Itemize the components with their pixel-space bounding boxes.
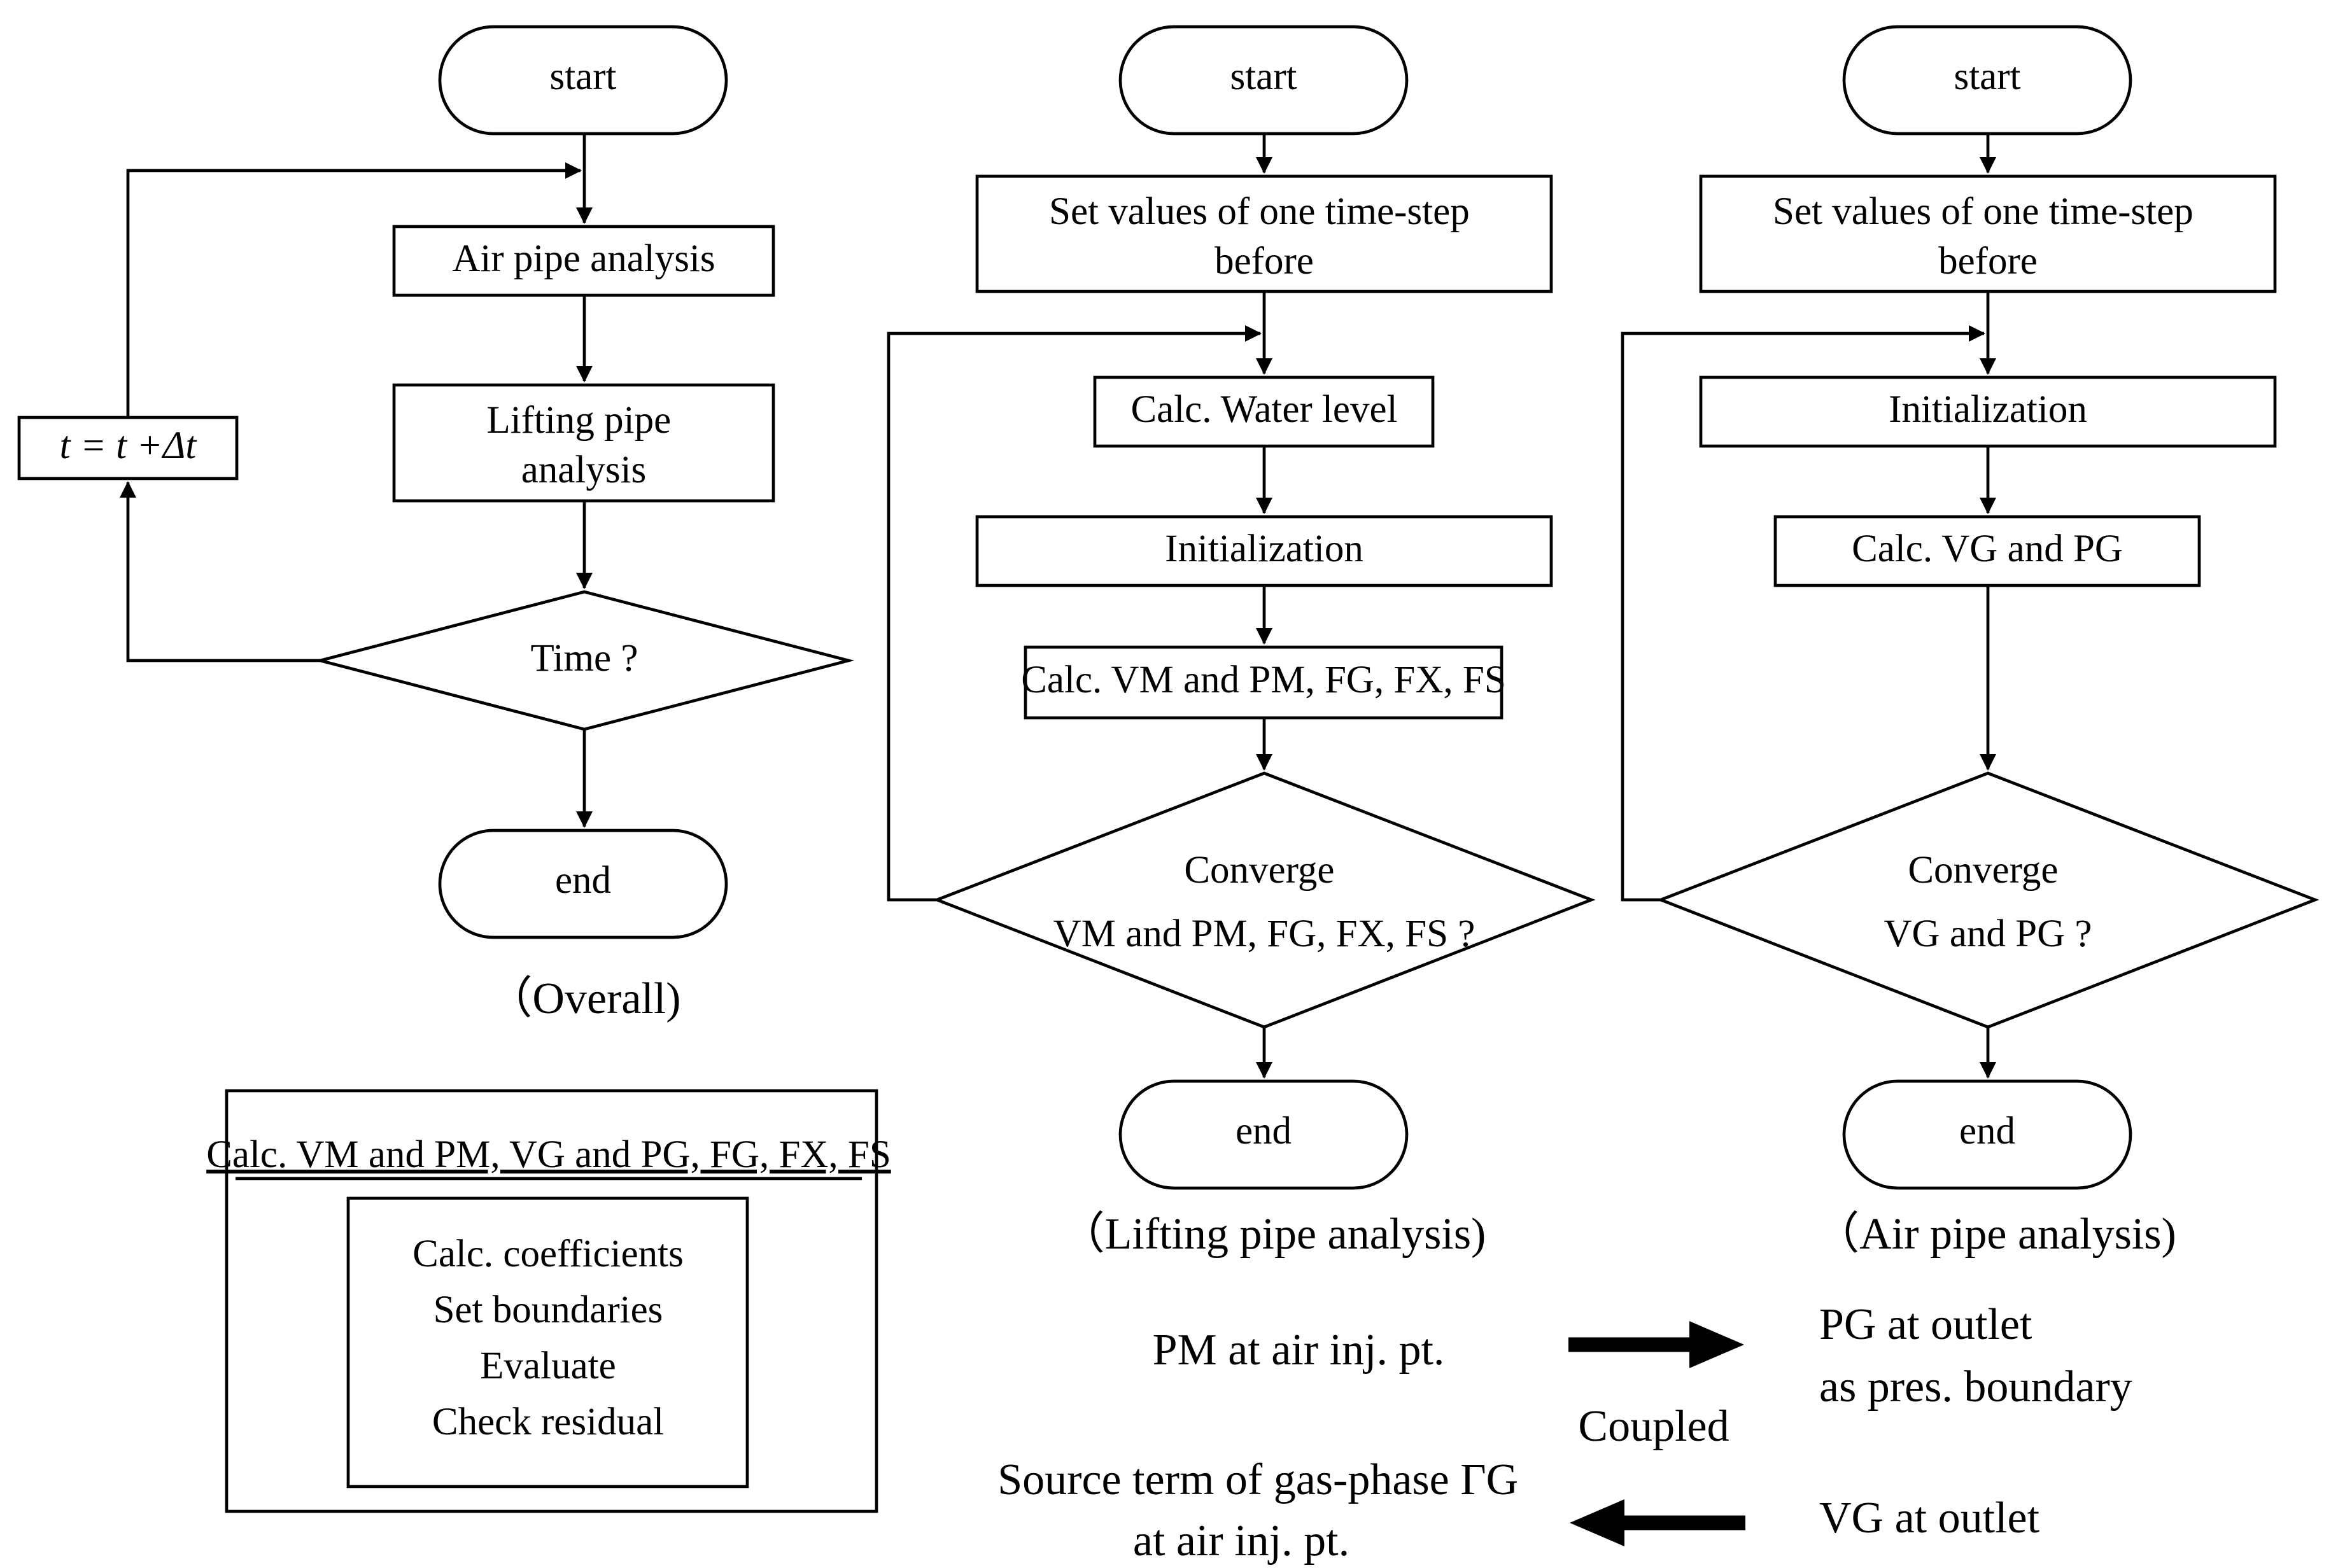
lifting-set-values-box xyxy=(975,174,1553,293)
lifting-converge-decision xyxy=(933,771,1596,1029)
lifting-start-label: start xyxy=(1230,55,1297,98)
overall-end-terminal xyxy=(438,829,728,939)
legend-inner-box xyxy=(346,1196,749,1488)
air-converge-line-2: VG and PG ? xyxy=(1884,913,2092,955)
overall-caption: （Overall) xyxy=(488,974,680,1023)
air-start-label: start xyxy=(1954,55,2020,98)
coupling-right-bottom: VG at outlet xyxy=(1819,1494,2040,1543)
coupling-center-label: Coupled xyxy=(1578,1402,1729,1451)
air-calc-vars-label: Calc. VG and PG xyxy=(1852,528,2123,570)
overall-lifting-line-2: analysis xyxy=(521,449,647,491)
coupling-left-bottom: Source term of gas-phase ΓG at air inj. … xyxy=(997,1455,1530,1565)
coupling-right-top: PG at outlet as pres. boundary xyxy=(1819,1300,2132,1411)
lifting-flow: start Set values of one time-step before… xyxy=(887,25,1596,1259)
lifting-init-label: Initialization xyxy=(1165,528,1363,570)
lifting-converge-label: Converge VM and PM, FG, FX, FS ? xyxy=(1053,849,1475,955)
legend-step-3: Evaluate xyxy=(480,1345,616,1387)
overall-lifting-line-1: Lifting pipe xyxy=(487,399,672,442)
air-converge-label: Converge VG and PG ? xyxy=(1884,849,2092,955)
coupling-right-top-line-2: as pres. boundary xyxy=(1819,1362,2132,1411)
air-caption: （Air pipe analysis) xyxy=(1815,1210,2176,1259)
lifting-calc-water-label: Calc. Water level xyxy=(1130,388,1397,431)
overall-air-pipe-label: Air pipe analysis xyxy=(452,237,715,280)
overall-loop-increment-back xyxy=(126,162,582,417)
lifting-converge-line-1: Converge xyxy=(1184,849,1334,892)
lifting-set-values-line-1: Set values of one time-step xyxy=(1049,190,1470,233)
overall-loop-to-increment xyxy=(120,481,320,662)
lifting-set-values-line-2: before xyxy=(1215,240,1314,283)
overall-lifting-pipe-label: Lifting pipe analysis xyxy=(487,399,681,491)
air-end-terminal xyxy=(1842,1079,2132,1190)
air-set-values-line-2: before xyxy=(1938,240,2038,283)
overall-flow: start Air pipe analysis Lifting pipe ana… xyxy=(17,25,855,1023)
air-loop-back xyxy=(1621,325,1985,902)
lifting-loop-back xyxy=(887,325,1262,902)
lifting-converge-line-2: VM and PM, FG, FX, FS ? xyxy=(1053,913,1475,955)
coupling-left-bottom-line-1: Source term of gas-phase ΓG xyxy=(997,1455,1518,1504)
legend-step-1: Calc. coefficients xyxy=(412,1233,684,1275)
air-set-values-line-1: Set values of one time-step xyxy=(1773,190,2194,233)
legend-step-4: Check residual xyxy=(432,1401,664,1443)
air-calc-vars-box xyxy=(1773,515,2201,587)
overall-time-label: Time ? xyxy=(531,637,638,680)
legend-step-2: Set boundaries xyxy=(433,1289,663,1331)
overall-start-label: start xyxy=(549,55,616,98)
air-flow: start Set values of one time-step before… xyxy=(1621,25,2320,1259)
air-init-box xyxy=(1699,375,2277,448)
air-init-label: Initialization xyxy=(1889,388,2087,431)
air-converge-line-1: Converge xyxy=(1908,849,2058,892)
coupling-arrow-left xyxy=(1570,1499,1745,1546)
lifting-calc-water-box xyxy=(1093,375,1435,448)
lifting-caption: （Lifting pipe analysis) xyxy=(1060,1210,1486,1259)
coupling: PM at air inj. pt. Source term of gas-ph… xyxy=(997,1300,2132,1565)
legend: Calc. VM and PM, VG and PG, FG, FX, FS C… xyxy=(206,1089,891,1513)
air-end-label: end xyxy=(1959,1110,2015,1152)
coupling-left-bottom-line-2: at air inj. pt. xyxy=(1133,1516,1349,1565)
legend-heading: Calc. VM and PM, VG and PG, FG, FX, FS xyxy=(206,1133,891,1176)
air-set-values-box xyxy=(1699,174,2277,293)
lifting-end-label: end xyxy=(1236,1110,1292,1152)
overall-end-label: end xyxy=(555,859,611,902)
air-set-values-label: Set values of one time-step before xyxy=(1773,190,2203,283)
coupling-arrow-right xyxy=(1568,1321,1744,1368)
overall-lifting-pipe-box xyxy=(392,383,775,503)
lifting-init-box xyxy=(975,515,1553,587)
overall-increment-label: t = t +Δt xyxy=(60,424,198,467)
lifting-end-terminal xyxy=(1118,1079,1409,1190)
lifting-set-values-label: Set values of one time-step before xyxy=(1049,190,1479,283)
lifting-calc-vars-label: Calc. VM and PM, FG, FX, FS xyxy=(1021,659,1506,701)
coupling-right-top-line-1: PG at outlet xyxy=(1819,1300,2032,1349)
lifting-calc-vars-box xyxy=(1024,645,1504,720)
overall-air-pipe-box xyxy=(392,225,775,297)
air-converge-decision xyxy=(1656,771,2320,1029)
coupling-left-top: PM at air inj. pt. xyxy=(1153,1326,1445,1375)
